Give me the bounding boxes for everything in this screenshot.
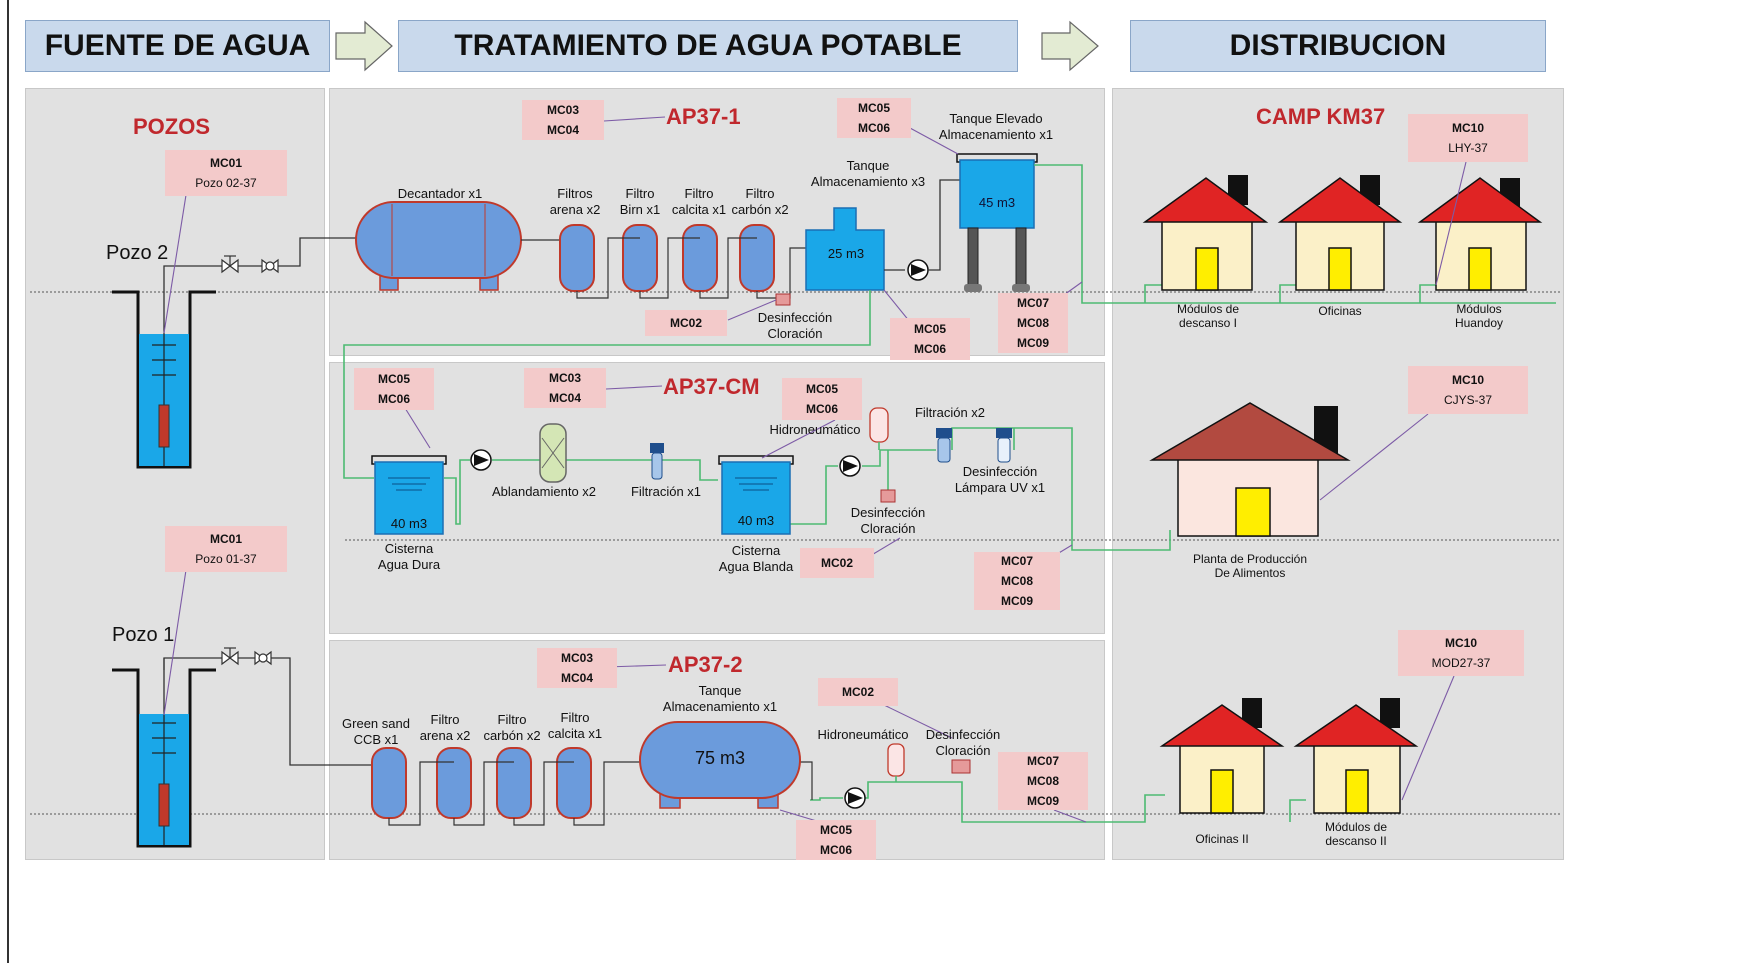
filtros-arena-label: Filtros arena x2 — [549, 186, 601, 217]
filtro-birn-label: Filtro Birn x1 — [619, 186, 661, 217]
tanque-elevado — [959, 159, 1035, 229]
filtro-calcita-2-label: Filtro calcita x1 — [547, 710, 603, 741]
filters-ap37-1 — [559, 224, 775, 292]
desinfeccion-cm-label: Desinfección Cloración — [850, 505, 926, 536]
dosing-box-cm — [880, 489, 896, 503]
cisterna-agua-blanda — [721, 461, 791, 535]
well-pozo-2 — [112, 290, 216, 469]
tanque-almacenamiento-75 — [639, 721, 801, 799]
tanque-75-volume: 75 m3 — [694, 748, 746, 768]
modulos-descanso-2-label: Módulos de descanso II — [1324, 820, 1388, 849]
desinfeccion-ap37-2-label: Desinfección Cloración — [925, 727, 1001, 758]
well-pozo-1 — [112, 668, 216, 848]
house-modulos-descanso-2 — [1293, 698, 1419, 814]
house-planta-produccion — [1149, 402, 1351, 537]
cisterna-dura-label: Cisterna Agua Dura — [377, 541, 441, 572]
filtro-carbon-2-label: Filtro carbón x2 — [483, 712, 541, 743]
filtracion-x1-label: Filtración x1 — [630, 484, 702, 499]
valve-pozo-1 — [221, 647, 272, 666]
desinfeccion-uv-label: Desinfección Lámpara UV x1 — [954, 464, 1046, 495]
header-fuente-de-agua: FUENTE DE AGUA — [25, 20, 330, 72]
hidroneumatico-ap37-2-label: Hidroneumático — [817, 727, 909, 742]
header-tratamiento: TRATAMIENTO DE AGUA POTABLE — [398, 20, 1018, 72]
filtro-calcita-label: Filtro calcita x1 — [671, 186, 727, 217]
house-oficinas — [1277, 175, 1403, 291]
hidroneumatico-ap37-2 — [887, 743, 905, 777]
cisterna-blanda-volume: 40 m3 — [737, 513, 775, 528]
dosing-box-ap37-2 — [951, 759, 971, 774]
tanque-25-volume: 25 m3 — [827, 246, 865, 261]
filtro-arena-2-label: Filtro arena x2 — [419, 712, 471, 743]
planta-produccion-label: Planta de Producción De Alimentos — [1192, 552, 1308, 581]
dosing-box-ap37-1 — [775, 293, 791, 306]
modulos-huandoy-label: Módulos Huandoy — [1454, 302, 1504, 331]
hidroneumatico-cm-label: Hidroneumático — [769, 422, 861, 437]
filtro-cartucho-cm-1 — [650, 443, 664, 453]
tanque-almacenamiento-label: Tanque Almacenamiento x3 — [810, 158, 926, 189]
tanque-elevado-label: Tanque Elevado Almacenamiento x1 — [938, 111, 1054, 142]
oficinas-label: Oficinas — [1318, 304, 1362, 318]
house-oficinas-2 — [1159, 698, 1285, 814]
decantador-label: Decantador x1 — [397, 186, 483, 201]
tag-mc02-cm: MC02 — [800, 548, 874, 578]
green-sand-label: Green sand CCB x1 — [342, 716, 410, 747]
flow-arrow-1 — [335, 20, 393, 72]
valve-pozo-2 — [221, 255, 279, 274]
tanque-75-label: Tanque Almacenamiento x1 — [662, 683, 778, 714]
house-modulos-huandoy — [1417, 177, 1543, 291]
header-distribucion: DISTRIBUCION — [1130, 20, 1546, 72]
tag-mc02-ap37-1: MC02 — [645, 310, 727, 336]
filters-ap37-2 — [371, 747, 592, 819]
decantador-tank — [355, 201, 522, 279]
ap37-2-title: AP37-2 — [668, 652, 743, 677]
oficinas-2-label: Oficinas II — [1195, 832, 1249, 846]
ap37-1-title: AP37-1 — [666, 104, 741, 129]
pozo-1-label: Pozo 1 — [112, 624, 175, 646]
tag-mc02-ap37-2: MC02 — [818, 678, 898, 706]
ap37-cm-title: AP37-CM — [663, 374, 760, 399]
desinfeccion-ap37-1: Desinfección Cloración — [757, 310, 833, 341]
filtracion-x2-label: Filtración x2 — [914, 405, 986, 420]
pozos-title: POZOS — [133, 114, 211, 139]
hidroneumatico-cm — [869, 407, 889, 443]
flow-arrow-2 — [1041, 20, 1099, 72]
filtro-carbon-label: Filtro carbón x2 — [731, 186, 789, 217]
ablandamiento-label: Ablandamiento x2 — [491, 484, 597, 499]
modulos-descanso-1-label: Módulos de descanso I — [1176, 302, 1240, 331]
cisterna-dura-volume: 40 m3 — [390, 516, 428, 531]
cisterna-agua-dura — [374, 461, 444, 535]
cisterna-blanda-label: Cisterna Agua Blanda — [718, 543, 794, 574]
tanque-elevado-volume: 45 m3 — [978, 195, 1016, 210]
house-modulos-descanso-1 — [1142, 175, 1269, 291]
pozo-2-label: Pozo 2 — [106, 242, 169, 264]
camp-km37-title: CAMP KM37 — [1256, 104, 1386, 129]
